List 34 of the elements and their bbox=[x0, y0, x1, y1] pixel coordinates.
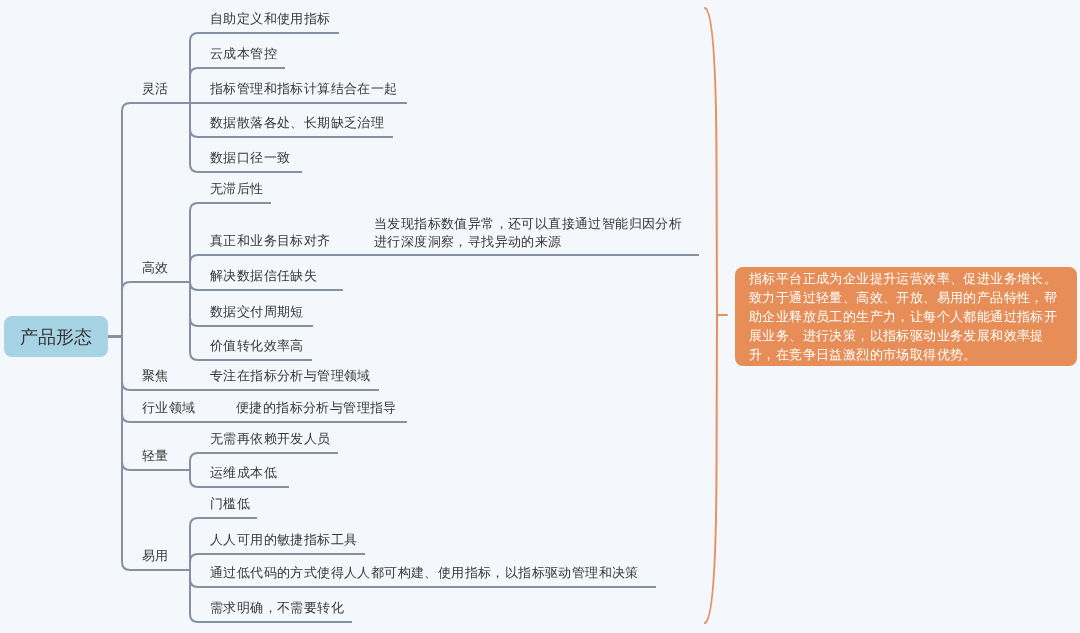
branch-topic: 高效 bbox=[130, 258, 180, 283]
subtopic: 指标管理和指标计算结合在一起 bbox=[200, 79, 407, 104]
central-topic-box: 产品形态 bbox=[4, 316, 108, 357]
subtopic: 价值转化效率高 bbox=[200, 336, 312, 361]
connector-line bbox=[205, 421, 227, 423]
branch-topic: 易用 bbox=[130, 546, 180, 571]
branch-topic: 聚焦 bbox=[130, 366, 180, 391]
subtopic: 专注在指标分析与管理领域 bbox=[200, 366, 379, 391]
subtopic: 云成本管控 bbox=[200, 44, 285, 69]
subtopic: 解决数据信任缺失 bbox=[200, 266, 343, 291]
subtopic: 便捷的指标分析与管理指导 bbox=[226, 398, 407, 423]
subtopic: 无需再依赖开发人员 bbox=[200, 429, 338, 454]
subtopic: 真正和业务目标对齐 bbox=[200, 231, 344, 256]
subtopic: 自助定义和使用指标 bbox=[200, 9, 339, 34]
branch-topic: 轻量 bbox=[130, 446, 180, 471]
subtopic: 数据散落各处、长期缺乏治理 bbox=[200, 113, 393, 138]
connector-line bbox=[179, 389, 201, 391]
subtopic: 需求明确，不需要转化 bbox=[200, 598, 352, 623]
connector-line bbox=[179, 281, 201, 361]
branch-topic: 灵活 bbox=[130, 79, 180, 104]
subtopic: 门槛低 bbox=[200, 494, 257, 519]
connector-line bbox=[179, 102, 201, 173]
branch-topic: 行业领域 bbox=[130, 398, 206, 423]
subtopic: 数据交付周期短 bbox=[200, 302, 313, 327]
summary-box: 指标平台正成为企业提升运营效率、促进业务增长。致力于通过轻量、高效、开放、易用的产品特性，帮助企业释放员工的生产力，让每个人都能通过指标开展业务、进行决策，以指标驱动业务发展和效率提升，在竞争日益激烈的市场取得优势。 bbox=[735, 267, 1077, 366]
connector-line bbox=[179, 469, 201, 488]
subtopic: 无滞后性 bbox=[200, 179, 271, 204]
subtopic: 数据口径一致 bbox=[200, 148, 302, 173]
connector-line bbox=[343, 254, 365, 256]
detail-subtopic: 当发现指标数值异常，还可以直接通过智能归因分析进行深度洞察，寻找异动的来源 bbox=[364, 215, 699, 256]
connector-line bbox=[179, 569, 201, 623]
subtopic: 通过低代码的方式使得人人都可构建、使用指标，以指标驱动管理和决策 bbox=[200, 563, 656, 588]
subtopic: 运维成本低 bbox=[200, 463, 289, 488]
subtopic: 人人可用的敏捷指标工具 bbox=[200, 530, 365, 555]
